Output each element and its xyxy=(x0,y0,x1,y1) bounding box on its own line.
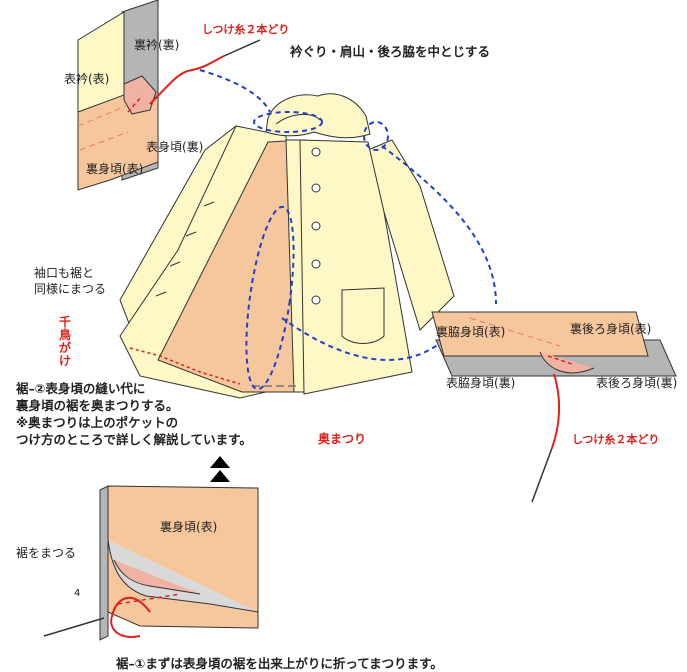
hem-label: 裾をまつる xyxy=(16,546,77,560)
number-label: 4 xyxy=(74,588,81,599)
under-collar-label: 裏衿(裏) xyxy=(134,38,180,52)
neckline-ellipse xyxy=(253,111,323,133)
blind-stitch-label: 奥まつり xyxy=(318,432,367,446)
guide-lines xyxy=(199,69,497,391)
coat-illustration xyxy=(119,93,455,399)
basting-label-top: しつけ糸２本どり xyxy=(202,23,290,36)
basting-thread-top xyxy=(149,55,225,105)
outer-body-wrong-label-top: 表身頃(裏) xyxy=(146,140,204,154)
needle-top xyxy=(223,39,261,57)
lining-body-label-bottom: 裏身頃(表) xyxy=(160,520,218,534)
side-ellipse xyxy=(245,205,295,391)
needle-right xyxy=(531,447,553,503)
guide-from-top-inset xyxy=(199,69,271,113)
top-collar-label: 表衿(表) xyxy=(64,72,110,86)
outer-back-label: 表後ろ身頃(裏) xyxy=(596,376,678,390)
instruction-top: 衿ぐり・肩山・後ろ脇を中とじする xyxy=(290,44,491,59)
hem-thread xyxy=(110,596,151,638)
sleeve-note-line1: 袖口も裾と xyxy=(34,266,95,280)
shoulder-ellipse xyxy=(363,121,389,151)
lining-body-label-top: 裏身頃(表) xyxy=(86,162,144,176)
basting-label-right: しつけ糸２本どり xyxy=(572,433,660,446)
herringbone-label: 千鳥がけ xyxy=(58,315,71,368)
guide-side-to-right-inset xyxy=(281,317,457,361)
step2-note-line2: 裏身頃の裾を奥まつりする。 xyxy=(16,398,179,413)
sleeve-note-line2: 同様にまつる xyxy=(34,282,107,296)
step-arrows xyxy=(210,456,230,482)
step2-note-line1: 裾–②表身頃の縫い代に xyxy=(16,381,146,396)
lining-back-label: 裏後ろ身頃(表) xyxy=(570,322,652,336)
step2-note-line3: ※奥まつりは上のポケットの xyxy=(16,415,179,430)
right-inset-illustration xyxy=(431,311,677,503)
bottom-inset-illustration xyxy=(43,485,259,641)
step1-caption: 裾–①まずは表身頃の裾を出来上がりに折ってまつります。 xyxy=(116,656,443,671)
needle-bottom xyxy=(43,617,105,637)
basting-thread-right xyxy=(551,373,561,449)
lining-side-label: 裏脇身頃(表) xyxy=(436,325,506,339)
outer-side-label: 表脇身頃(裏) xyxy=(446,376,516,390)
top-inset-illustration xyxy=(77,0,261,191)
step2-note-line4: つけ方のところで詳しく解説しています。 xyxy=(16,432,252,447)
